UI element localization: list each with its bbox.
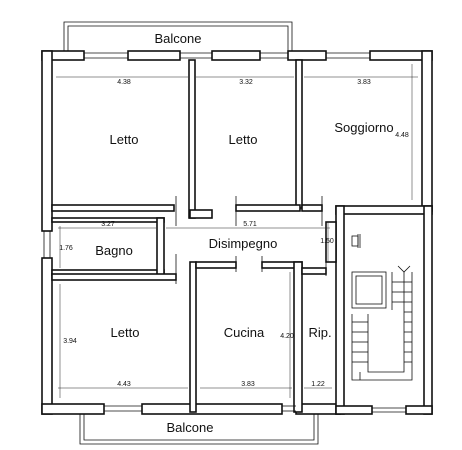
dim-kitchen-depth: 4.20 [280,333,294,340]
balcony-top-outline [63,21,293,55]
balcony-bottom-label: Balcone [167,420,214,435]
dim-hallway-width: 5.71 [243,221,257,228]
bathroom-label: Bagno [95,243,133,258]
entrance-door-icon [351,234,361,248]
door-marks [175,196,327,284]
kitchen-label: Cucina [224,325,265,340]
dim-storage-width: 1.22 [311,381,325,388]
dim-living-depth: 4.48 [395,132,409,139]
bedroom-3-label: Letto [111,325,140,340]
bedroom-2-label: Letto [229,132,258,147]
balcony-bottom-outline [79,412,319,445]
dim-kitchen-width: 3.83 [241,381,255,388]
dim-bathroom-depth: 1.76 [59,245,73,252]
interior-walls [51,59,337,413]
dim-bedroom-2-width: 3.32 [239,79,253,86]
dim-living-width: 3.83 [357,79,371,86]
dim-bedroom-1-width: 4.38 [117,79,131,86]
dim-hallway-depth: 1.50 [320,238,334,245]
dim-bathroom-width: 3.27 [101,221,115,228]
storage-label: Rip. [308,325,331,340]
dim-bedroom-3-width: 4.43 [117,381,131,388]
living-room-label: Soggiorno [334,120,393,135]
staircase [351,265,413,381]
windows [43,52,406,413]
hallway-label: Disimpegno [209,236,278,251]
balcony-top-label: Balcone [155,31,202,46]
bedroom-1-label: Letto [110,132,139,147]
exterior-walls [41,50,433,415]
dim-bedroom-3-depth: 3.94 [63,338,77,345]
dimension-lines [56,64,418,398]
